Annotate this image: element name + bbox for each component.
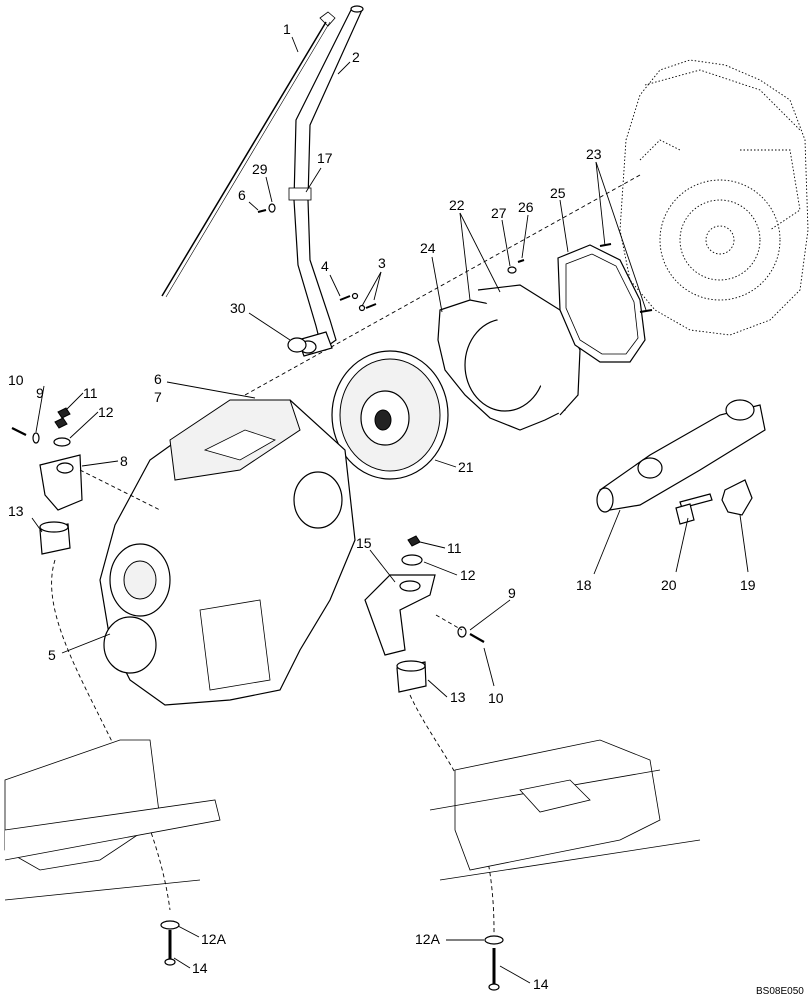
callout-6-lower: 6 bbox=[154, 371, 162, 387]
alignment-line-main bbox=[244, 174, 641, 396]
torque-converter bbox=[331, 350, 449, 480]
engine-outline bbox=[619, 59, 809, 336]
left-hardware bbox=[11, 407, 71, 447]
driveshaft-strap bbox=[721, 479, 753, 516]
fill-tube bbox=[288, 5, 364, 357]
callout-10-left: 10 bbox=[8, 372, 24, 388]
callout-5: 5 bbox=[48, 647, 56, 663]
figure-reference-code: BS08E050 bbox=[756, 986, 804, 997]
callout-12-left: 12 bbox=[98, 404, 114, 420]
mount-line-left bbox=[79, 469, 161, 511]
callout-13-left: 13 bbox=[8, 503, 24, 519]
adapter-plate bbox=[437, 284, 581, 431]
callout-11-left: 11 bbox=[83, 385, 98, 401]
callout-4: 4 bbox=[321, 258, 329, 274]
callout-13-right: 13 bbox=[450, 689, 466, 705]
callout-24: 24 bbox=[420, 240, 436, 256]
callout-10-right: 10 bbox=[488, 690, 504, 706]
mount-line-right bbox=[435, 614, 463, 631]
flex-plate bbox=[557, 244, 646, 363]
callout-12A-right: 12A bbox=[415, 931, 441, 947]
callout-15: 15 bbox=[356, 535, 372, 551]
callout-25: 25 bbox=[550, 185, 566, 201]
callout-27: 27 bbox=[491, 205, 507, 221]
callout-12-right: 12 bbox=[460, 567, 476, 583]
callout-1: 1 bbox=[283, 21, 291, 37]
callout-20: 20 bbox=[661, 577, 677, 593]
bolt-right-bottom bbox=[484, 935, 504, 991]
right-mount-bracket bbox=[364, 574, 436, 656]
callout-19: 19 bbox=[740, 577, 756, 593]
frame-rails bbox=[4, 739, 701, 901]
callout-9-right: 9 bbox=[508, 585, 516, 601]
callout-23: 23 bbox=[586, 146, 602, 162]
callout-12A-left: 12A bbox=[201, 931, 227, 947]
dipstick bbox=[161, 11, 336, 298]
left-mount-bracket bbox=[39, 454, 83, 511]
callout-30: 30 bbox=[230, 300, 246, 316]
driveshaft-bolt bbox=[675, 493, 713, 525]
right-hardware bbox=[401, 535, 485, 643]
o-ring bbox=[287, 337, 307, 353]
drive-shaft bbox=[596, 399, 766, 513]
callout-9-left: 9 bbox=[36, 385, 44, 401]
callout-18: 18 bbox=[576, 577, 592, 593]
callout-labels: 1 2 17 29 6 4 3 30 22 27 26 25 24 23 6 7… bbox=[8, 21, 756, 992]
callout-11-right: 11 bbox=[447, 540, 462, 556]
callout-3: 3 bbox=[378, 255, 386, 271]
left-isolator bbox=[39, 521, 71, 555]
transmission-housing bbox=[99, 399, 356, 706]
right-isolator bbox=[396, 660, 427, 693]
callout-14-left: 14 bbox=[192, 960, 208, 976]
bolt-path-left bbox=[51, 559, 171, 911]
callout-8: 8 bbox=[120, 453, 128, 469]
callout-29: 29 bbox=[252, 161, 268, 177]
callout-26: 26 bbox=[518, 199, 534, 215]
bolts-flex bbox=[507, 243, 653, 313]
callout-2: 2 bbox=[352, 49, 360, 65]
callout-6-upper: 6 bbox=[238, 187, 246, 203]
callout-22: 22 bbox=[449, 197, 465, 213]
callout-21: 21 bbox=[458, 459, 474, 475]
callout-14-right: 14 bbox=[533, 976, 549, 992]
callout-17: 17 bbox=[317, 150, 333, 166]
bolt-left-bottom bbox=[160, 920, 180, 966]
callout-7: 7 bbox=[154, 389, 162, 405]
leader-lines bbox=[31, 36, 749, 984]
